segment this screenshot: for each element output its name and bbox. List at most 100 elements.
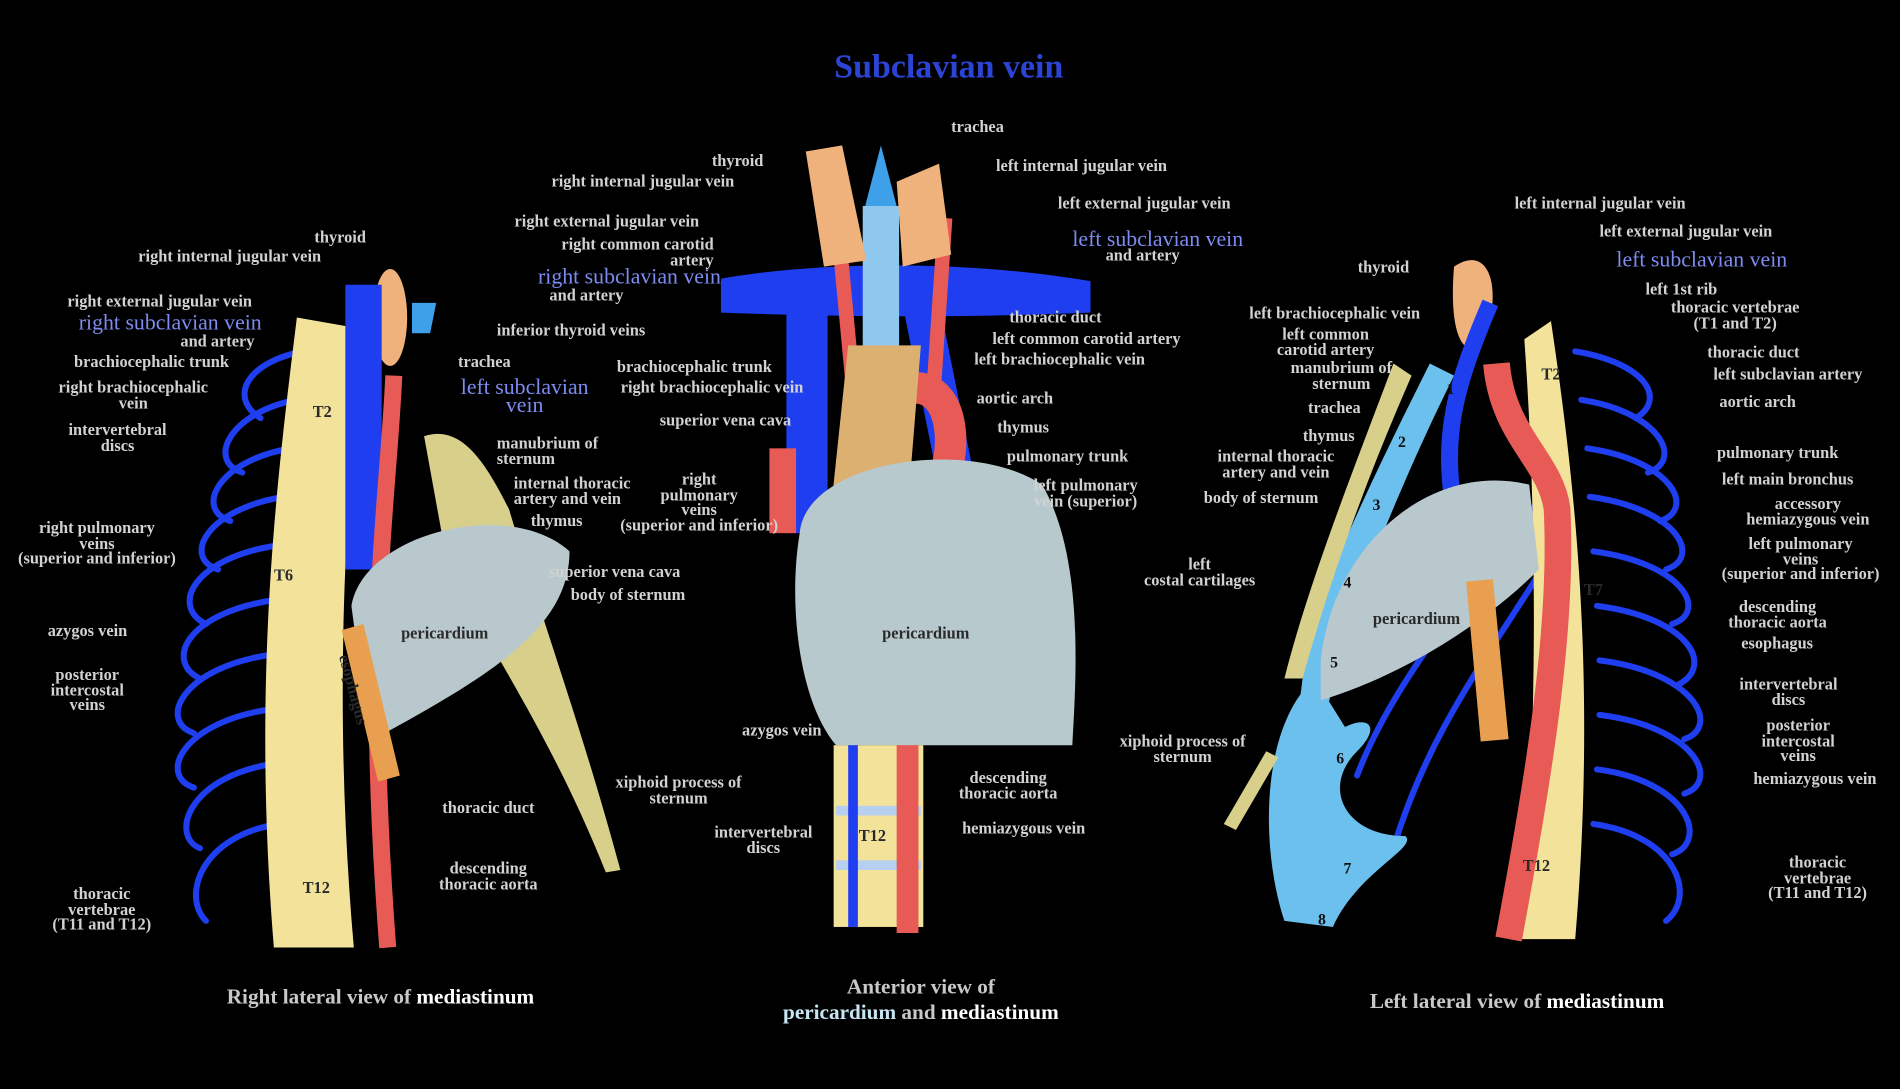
label-line: descending — [969, 768, 1047, 787]
right-lateral-label-inferior-thyroid-veins: inferior thyroid veins — [497, 322, 645, 339]
label-line: right internal jugular vein — [551, 172, 735, 191]
left-lateral-label-pulmonary-trunk: pulmonary trunk — [1717, 445, 1838, 461]
label-line: azygos vein — [47, 621, 128, 640]
costal-cartilage-number: 7 — [1343, 859, 1352, 878]
left-lateral-view-model — [1223, 260, 1704, 942]
label-line: left brachiocephalic vein — [974, 350, 1146, 369]
label-line: right pulmonary — [38, 518, 155, 537]
right-lateral-label-right-internal-jugular-vein: right internal jugular vein — [138, 248, 321, 265]
anterior-label-hemiazygous-vein: hemiazygous vein — [962, 820, 1085, 837]
label-line: vertebrae — [1783, 868, 1852, 887]
thyroid-right-lobe — [805, 145, 867, 267]
anterior-label-pericardium: pericardium — [882, 625, 969, 641]
label-line: posterior — [1766, 716, 1830, 735]
label-line: right brachiocephalic — [58, 378, 209, 397]
left-lateral-label-thyroid: thyroid — [1357, 258, 1410, 277]
right-lateral-label-superior-vena-cava: superior vena cava — [549, 563, 680, 580]
label-line: posterior — [55, 665, 120, 684]
label-line: (superior and inferior) — [18, 548, 176, 568]
label-line: aortic arch — [976, 388, 1054, 408]
costal-cartilage-number: 8 — [1318, 909, 1326, 929]
label-line: left external jugular vein — [1599, 221, 1773, 240]
label-line: left — [1188, 554, 1211, 574]
label-line: vein — [118, 393, 148, 412]
label-line: pulmonary — [660, 485, 738, 504]
label-line: veins — [681, 500, 717, 519]
label-line: intercostal — [1761, 731, 1835, 750]
left-lateral-label-body-of-sternum: body of sternum — [1203, 488, 1319, 507]
vertebra-marker: T2 — [1541, 364, 1561, 383]
vertebra-marker: T12 — [302, 878, 330, 897]
label-line: xiphoid process of — [1119, 731, 1246, 751]
label-line: xiphoid process of — [615, 773, 742, 792]
label-line: sternum — [1312, 373, 1371, 392]
caption-left-lateral-view: Left lateral view of mediastinum — [1370, 989, 1664, 1014]
caption-pericardium: pericardium — [783, 999, 897, 1024]
trachea-shape — [411, 302, 437, 334]
label-line: thyroid — [1357, 258, 1410, 277]
label-line: sternum — [1153, 747, 1212, 766]
label-line: intervertebral — [714, 822, 813, 841]
right-lateral-label-thyroid: thyroid — [314, 229, 366, 245]
label-line: brachiocephalic trunk — [616, 357, 772, 376]
left-lateral-label-left-1st-rib: left 1st rib — [1645, 281, 1717, 297]
label-line: body of sternum — [1203, 488, 1319, 507]
label-line: esophagus — [1741, 633, 1814, 652]
label-line: manubrium of — [1290, 358, 1393, 377]
label-line: thoracic duct — [1707, 342, 1800, 362]
label-line: and artery — [549, 285, 624, 305]
page-title: Subclavian vein — [834, 48, 1064, 87]
label-line: superior vena cava — [659, 410, 792, 429]
label-line: left external jugular vein — [1057, 193, 1231, 213]
trachea-top-shape — [865, 145, 897, 206]
anterior-label-thymus: thymus — [997, 418, 1050, 437]
left-lateral-label-thymus: thymus — [1303, 428, 1355, 444]
anterior-label-brachiocephalic-trunk: brachiocephalic trunk — [616, 357, 772, 376]
label-line: vein — [505, 392, 544, 417]
anterior-label-aortic-arch: aortic arch — [976, 388, 1054, 408]
label-line: internal thoracic — [1217, 447, 1335, 466]
label-line: left common — [1282, 324, 1369, 343]
caption-emphasis: mediastinum — [1546, 988, 1665, 1013]
anterior-label-right-internal-jugular-vein: right internal jugular vein — [551, 172, 735, 191]
left-esophagus-shape — [1466, 579, 1509, 742]
label-line: right external jugular vein — [67, 292, 253, 311]
label-line: left internal jugular vein — [996, 156, 1168, 175]
anterior-label-left-internal-jugular-vein: left internal jugular vein — [996, 156, 1168, 175]
label-line: (T1 and T2) — [1693, 313, 1777, 332]
costal-cartilage-number: 4 — [1343, 573, 1352, 592]
anterior-label-left-common-carotid-artery: left common carotid artery — [992, 331, 1180, 347]
label-line: discs — [1771, 690, 1806, 709]
left-lateral-label-left-external-jugular-vein: left external jugular vein — [1599, 221, 1773, 240]
caption-right-lateral-view: Right lateral view of mediastinum — [227, 984, 534, 1009]
costal-cartilage-number: 6 — [1336, 748, 1345, 768]
label-line: thoracic duct — [1009, 307, 1102, 326]
caption-prefix: Left lateral view of — [1369, 988, 1542, 1013]
anterior-label-right-external-jugular-vein: right external jugular vein — [515, 213, 700, 229]
label-line: artery and vein — [513, 488, 621, 508]
label-line: pericardium — [1372, 609, 1461, 628]
label-line: discs — [100, 435, 135, 454]
label-line: manubrium of — [496, 433, 599, 452]
label-line: trachea — [951, 117, 1004, 136]
costal-cartilages-lower — [1268, 678, 1408, 927]
label-line: veins — [1782, 549, 1819, 568]
label-line: descending — [449, 859, 527, 878]
label-line: thymus — [997, 418, 1050, 437]
label-line: and artery — [1105, 245, 1180, 265]
right-lateral-label-trachea: trachea — [458, 354, 511, 370]
label-line: internal thoracic — [513, 473, 631, 492]
caption-mediastinum: mediastinum — [940, 999, 1059, 1024]
intercostal-veins — [174, 348, 306, 924]
left-lateral-label-hemiazygous-vein: hemiazygous vein — [1753, 771, 1876, 787]
descending-aorta-shape — [896, 745, 919, 934]
pericardium-shape — [351, 525, 570, 742]
